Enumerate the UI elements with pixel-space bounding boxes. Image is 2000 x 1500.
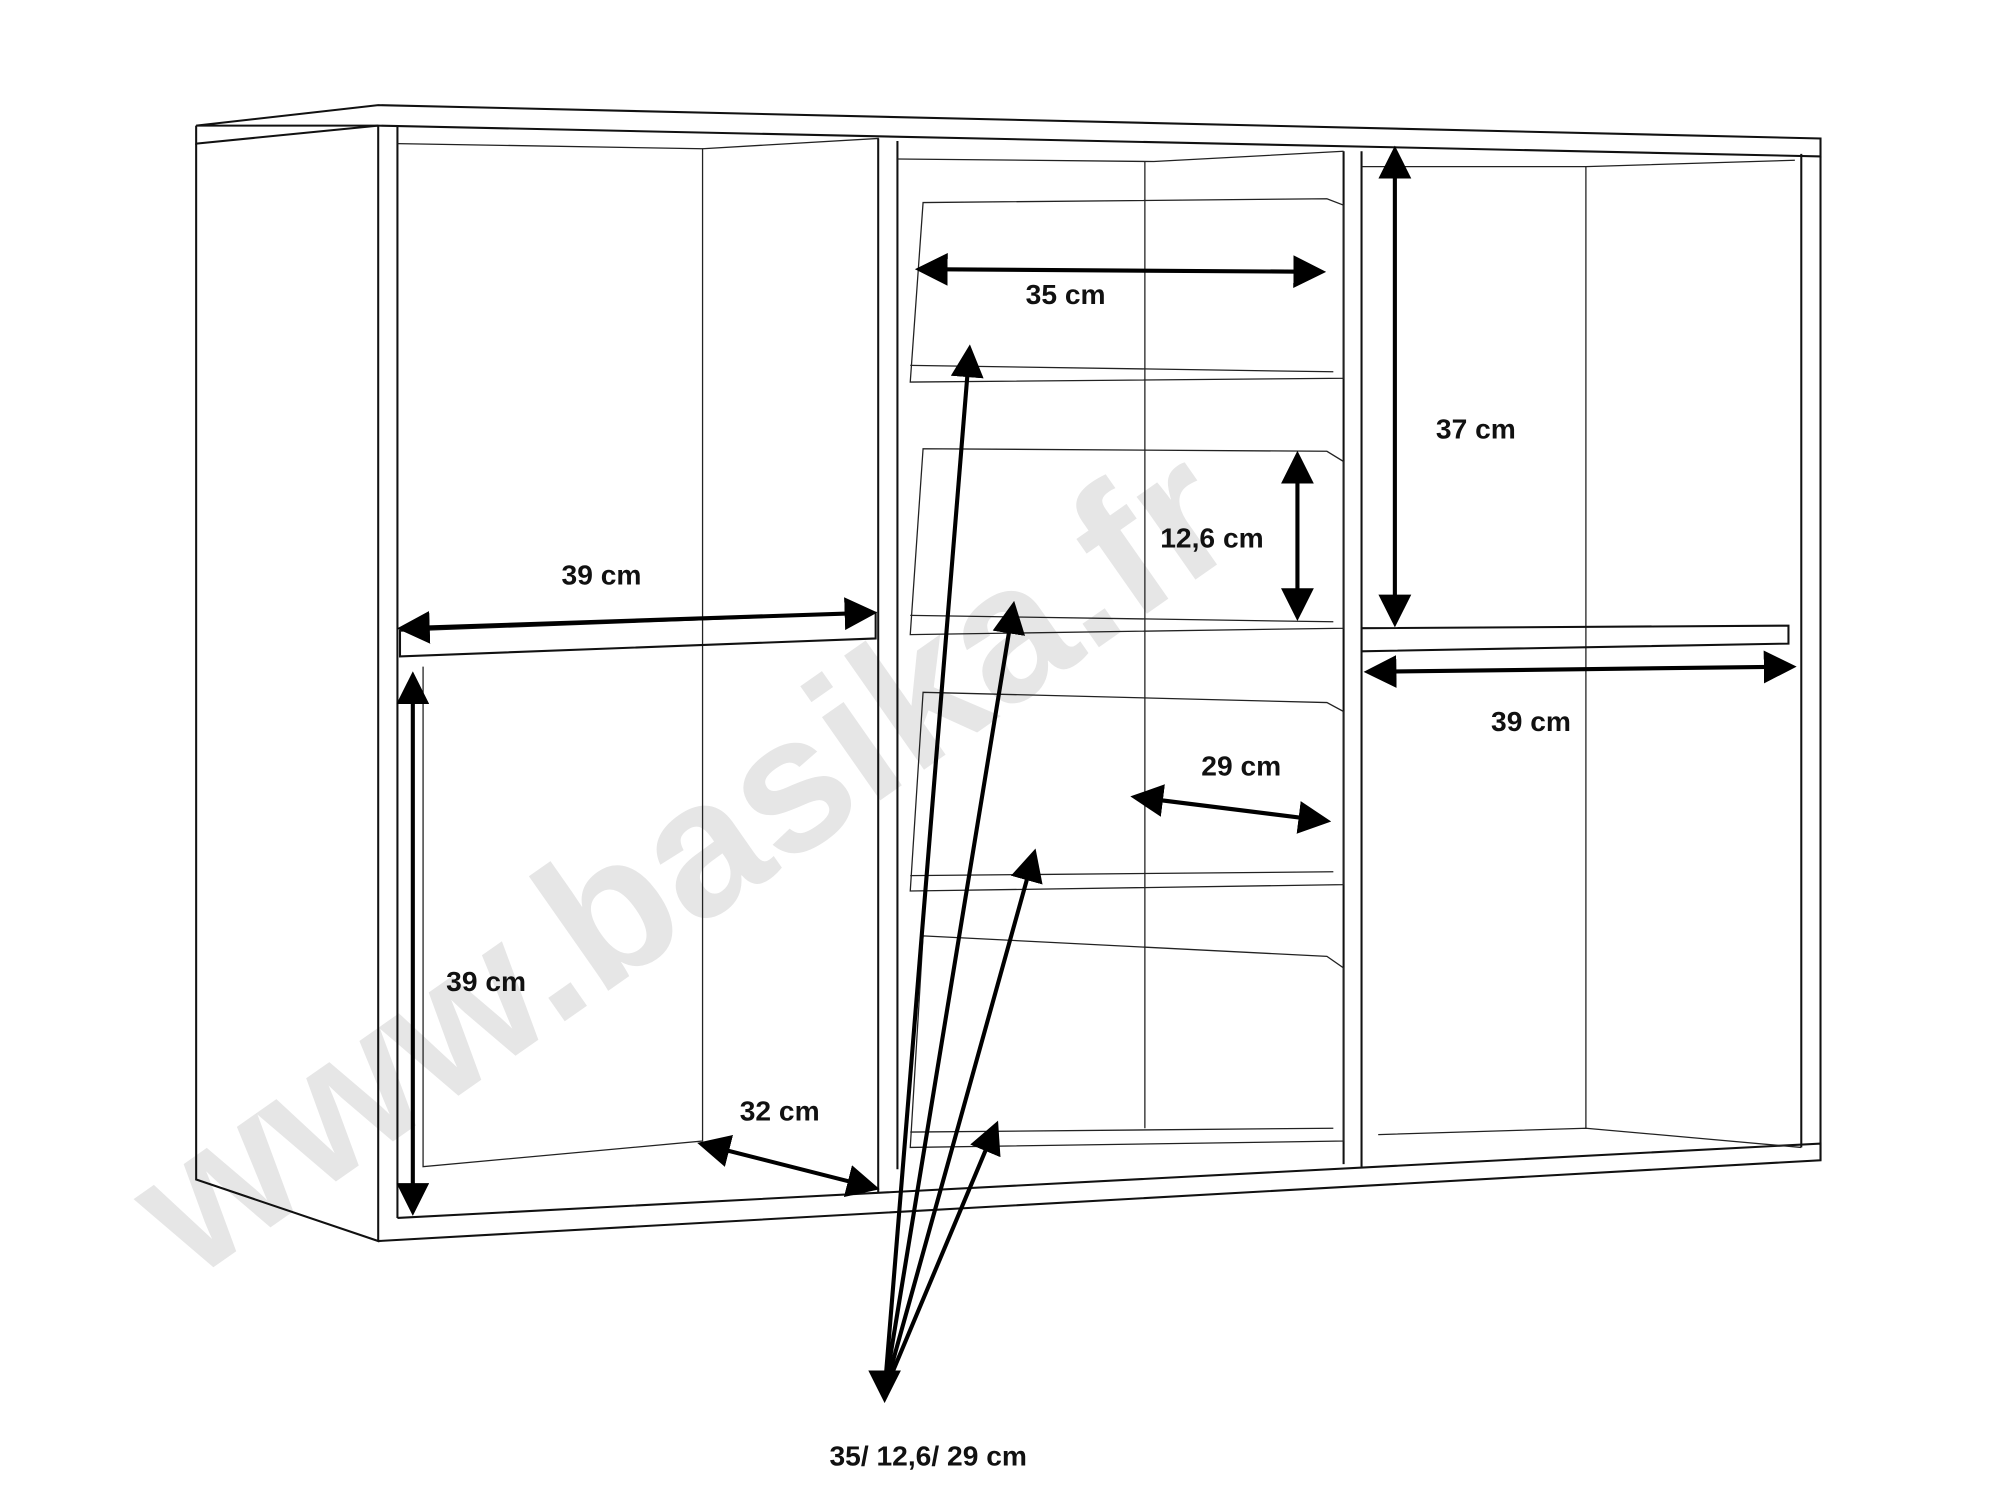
left-depth-label: 32 cm [740, 1095, 820, 1127]
drawer-width-label: 35 cm [1026, 278, 1106, 310]
drawer-2 [909, 448, 1345, 636]
drawer-height-label: 12,6 cm [1160, 521, 1263, 553]
drawer-3 [909, 691, 1345, 892]
drawer-1 [909, 198, 1345, 383]
drawer-4 [909, 935, 1345, 1149]
right-height-label: 37 cm [1436, 412, 1516, 444]
drawer-depth-label: 29 cm [1201, 750, 1281, 782]
left-shelf-width-label: 39 cm [562, 559, 642, 591]
watermark: www.basika.fr [92, 402, 1270, 1316]
cabinet-outline [195, 104, 1822, 1243]
drawer-summary-label: 35/ 12,6/ 29 cm [829, 1439, 1026, 1471]
left-height-label: 39 cm [446, 965, 526, 997]
right-shelf-width-label: 39 cm [1491, 705, 1571, 737]
dimension-labels: 39 cm 39 cm 32 cm 35 cm 12,6 cm 29 cm 37… [446, 278, 1571, 1472]
dimension-arrows [396, 145, 1797, 1404]
